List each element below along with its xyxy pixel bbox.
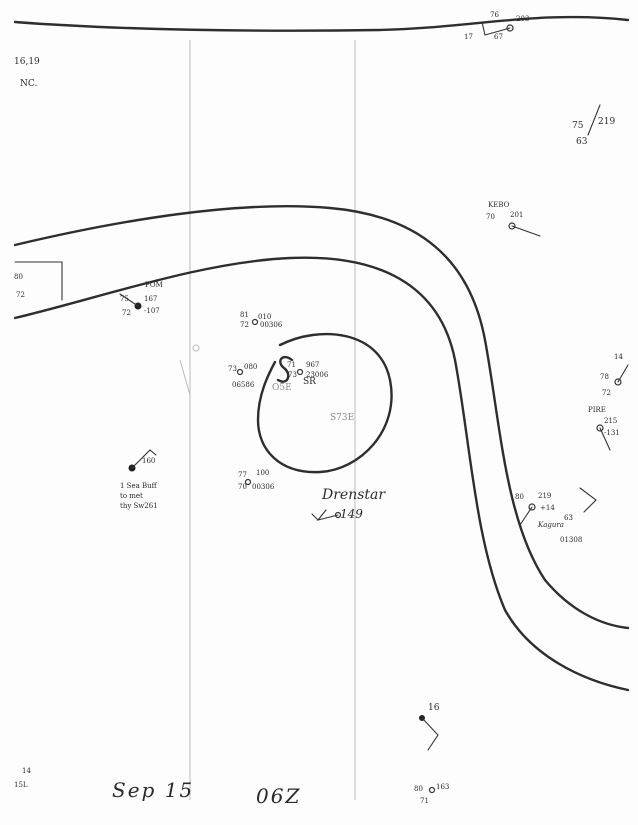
station-marker: [236, 368, 244, 376]
station-dew: 70: [238, 483, 247, 491]
time-label: 06Z: [256, 784, 302, 808]
station-pressure: 16: [428, 703, 440, 713]
station-dew: 17: [464, 33, 473, 41]
cyclone-wind-value: 149: [340, 507, 363, 521]
station-pressure: 201: [510, 211, 524, 219]
direction-arrow: [579, 487, 597, 513]
station-header: KEBO: [488, 201, 510, 209]
station-dew: 72: [602, 389, 611, 397]
station-dew: 72: [240, 321, 249, 329]
station-marker: [528, 503, 536, 511]
station-temp: 75: [572, 121, 584, 131]
wind-barb: [481, 21, 511, 36]
station-pressure: 160: [142, 457, 156, 465]
station-tendency: -131: [604, 429, 620, 437]
direction-arrow: [421, 717, 439, 751]
station-pressure: 163: [436, 783, 450, 791]
station-temp: 80: [14, 273, 23, 281]
station-temp: 76: [490, 11, 499, 19]
station-extra: 67: [494, 33, 503, 41]
ghost-annotation: S73E: [330, 413, 355, 423]
station-marker: [508, 222, 516, 230]
wind-barb: [131, 449, 157, 469]
station-marker: [296, 368, 304, 376]
station-marker: [614, 378, 622, 386]
station-dew: 72: [122, 309, 131, 317]
closed-isobar-circle: [256, 332, 393, 474]
station-pressure: 219: [598, 117, 616, 127]
station-pressure: 167: [144, 295, 158, 303]
wind-barb: [511, 225, 541, 237]
pire-label: PIRE: [588, 406, 606, 414]
wind-barb: [587, 104, 601, 136]
station-pressure: 967: [306, 361, 320, 369]
station-code: 06586: [232, 381, 255, 389]
station-temp: 78: [600, 373, 609, 381]
wind-barb: [599, 427, 611, 451]
station-code: 01308: [560, 536, 583, 544]
station-pressure: 219: [538, 492, 552, 500]
date-label: Sep 15: [112, 778, 195, 802]
typhoon-center-symbol: [276, 355, 294, 383]
station-dew: 63: [576, 137, 588, 147]
cyclone-name-label: Drenstar: [322, 487, 386, 503]
wind-barb: [119, 293, 139, 307]
station-temp: 14: [22, 767, 31, 775]
top-boundary-line: [13, 15, 630, 32]
station-temp: 77: [238, 471, 247, 479]
station-temp: 81: [240, 311, 249, 319]
station-code: 00306: [252, 483, 275, 491]
station-temp: 70: [486, 213, 495, 221]
ghost-annotation-2: O5E: [272, 383, 292, 393]
station-pressure: 14: [614, 353, 623, 361]
station-marker: [334, 511, 342, 519]
track-inner-line: [13, 256, 630, 692]
station-pressure: 15L: [14, 781, 28, 789]
faint-mark: [179, 359, 191, 396]
station-temp: 80: [515, 493, 524, 501]
station-temp: 73: [228, 365, 237, 373]
station-pressure: 100: [256, 469, 270, 477]
station-pressure: 215: [604, 417, 618, 425]
station-marker: [244, 478, 252, 486]
top-left-value: 16,19: [14, 57, 40, 67]
track-outer-line: [13, 205, 630, 630]
note-line-1: 1 Sea Buff: [120, 482, 157, 490]
wind-barb: [519, 506, 533, 526]
station-marker: [251, 318, 259, 326]
station-marker: [596, 424, 604, 432]
nc-label: NC.: [20, 79, 38, 89]
cyclone-wind-barb: [311, 509, 339, 521]
station-code: 00306: [260, 321, 283, 329]
wind-barb: [617, 364, 629, 383]
station-code: 23006: [306, 371, 329, 379]
station-pressure: 080: [244, 363, 258, 371]
station-temp: 80: [414, 785, 423, 793]
left-bracket: [14, 261, 63, 301]
station-dew: 72: [16, 291, 25, 299]
note-line-3: thy Sw261: [120, 502, 158, 510]
station-tendency: +14: [540, 504, 555, 512]
station-temp: 71: [287, 361, 296, 369]
station-dew: 63: [564, 514, 573, 522]
pressure-center-label: SR: [303, 377, 316, 387]
station-marker: [506, 24, 514, 32]
station-pressure: 010: [258, 313, 272, 321]
station-temp: 75: [120, 295, 129, 303]
station-dew: 73: [288, 371, 297, 379]
faint-mark: [192, 344, 200, 352]
station-tendency: -107: [144, 307, 160, 315]
station-pressure: 203: [516, 15, 530, 23]
station-dew: 71: [420, 797, 429, 805]
kagura-label: Kagura: [538, 521, 564, 529]
fom-label: FOM: [145, 281, 163, 289]
note-line-2: to met: [120, 492, 143, 500]
station-marker: [428, 786, 436, 794]
